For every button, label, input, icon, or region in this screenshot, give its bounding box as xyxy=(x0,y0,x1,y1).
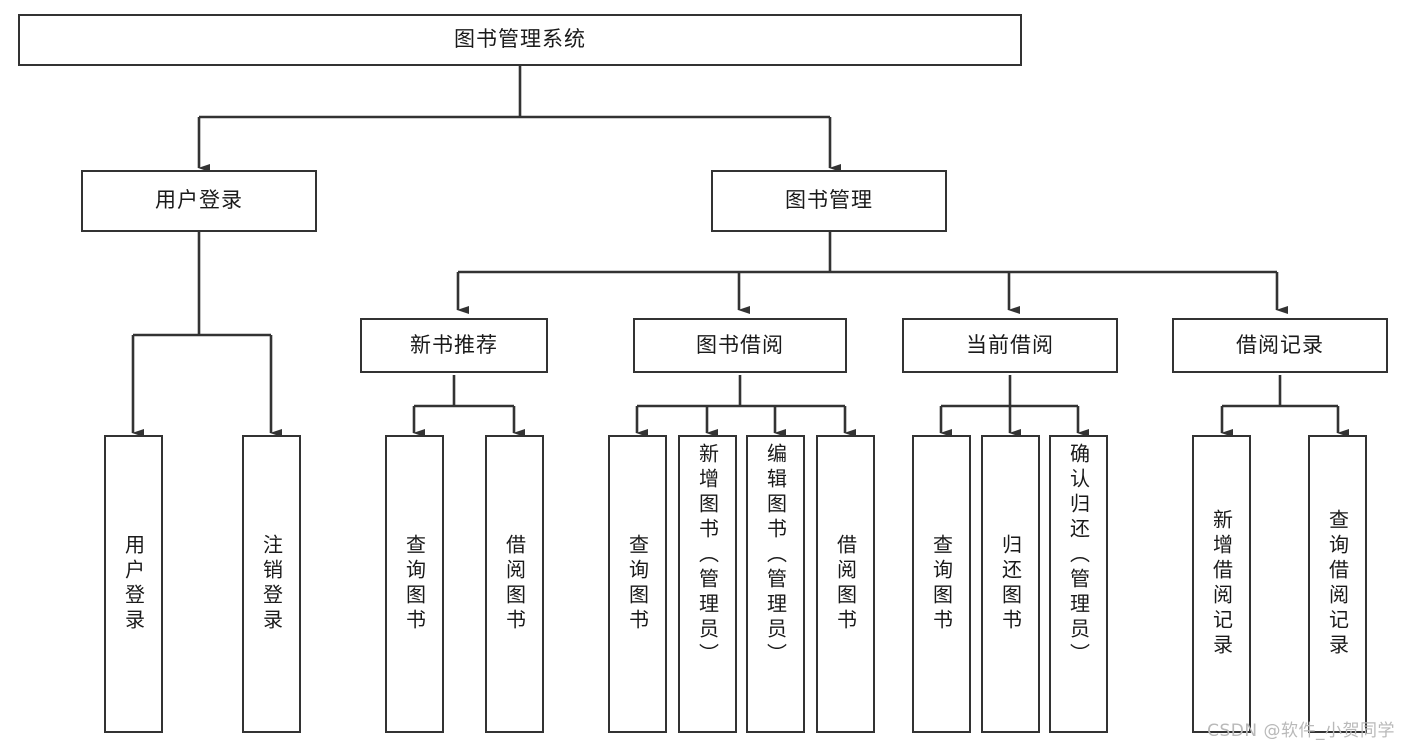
node-book-management-label: 图书管理 xyxy=(785,188,873,213)
node-user-login-label: 用户登录 xyxy=(155,188,243,213)
leaf-label: 借阅图书 xyxy=(502,534,527,634)
node-root-label: 图书管理系统 xyxy=(454,27,586,52)
leaf-label: 用户登录 xyxy=(121,534,146,634)
node-book-management[interactable]: 图书管理 xyxy=(711,170,947,232)
node-book-borrow-label: 图书借阅 xyxy=(696,332,784,357)
node-current-borrow[interactable]: 当前借阅 xyxy=(902,318,1118,373)
leaf-label: 查询借阅记录 xyxy=(1325,509,1350,659)
leaf-new-book-query[interactable]: 查询图书 xyxy=(385,435,444,733)
leaf-current-query-book[interactable]: 查询图书 xyxy=(912,435,971,733)
leaf-borrow-query-book[interactable]: 查询图书 xyxy=(608,435,667,733)
leaf-label: 归还图书 xyxy=(998,534,1023,634)
leaf-label: 借阅图书 xyxy=(833,534,858,634)
leaf-label: 注销登录 xyxy=(259,534,284,634)
node-book-borrow[interactable]: 图书借阅 xyxy=(633,318,847,373)
leaf-borrow-edit-book-admin[interactable]: 编辑图书（管理员） xyxy=(746,435,805,733)
leaf-label: 查询图书 xyxy=(402,534,427,634)
node-borrow-record-label: 借阅记录 xyxy=(1236,332,1324,357)
node-borrow-record[interactable]: 借阅记录 xyxy=(1172,318,1388,373)
node-current-borrow-label: 当前借阅 xyxy=(966,332,1054,357)
leaf-label: 新增图书（管理员） xyxy=(695,443,720,668)
leaf-label: 编辑图书（管理员） xyxy=(763,443,788,668)
leaf-label: 查询图书 xyxy=(625,534,650,634)
leaf-borrow-borrow-book[interactable]: 借阅图书 xyxy=(816,435,875,733)
leaf-record-add-record[interactable]: 新增借阅记录 xyxy=(1192,435,1251,733)
node-user-login[interactable]: 用户登录 xyxy=(81,170,317,232)
leaf-label: 确认归还（管理员） xyxy=(1066,443,1091,668)
node-new-book-recommend[interactable]: 新书推荐 xyxy=(360,318,548,373)
leaf-current-return-book[interactable]: 归还图书 xyxy=(981,435,1040,733)
node-root[interactable]: 图书管理系统 xyxy=(18,14,1022,66)
leaf-record-query-record[interactable]: 查询借阅记录 xyxy=(1308,435,1367,733)
leaf-user-login-signin[interactable]: 用户登录 xyxy=(104,435,163,733)
node-new-book-recommend-label: 新书推荐 xyxy=(410,332,498,357)
leaf-new-book-borrow[interactable]: 借阅图书 xyxy=(485,435,544,733)
leaf-current-confirm-return-admin[interactable]: 确认归还（管理员） xyxy=(1049,435,1108,733)
leaf-label: 查询图书 xyxy=(929,534,954,634)
leaf-label: 新增借阅记录 xyxy=(1209,509,1234,659)
leaf-borrow-add-book-admin[interactable]: 新增图书（管理员） xyxy=(678,435,737,733)
watermark-text: CSDN @软件_小贺同学 xyxy=(1207,721,1395,741)
leaf-user-login-signout[interactable]: 注销登录 xyxy=(242,435,301,733)
